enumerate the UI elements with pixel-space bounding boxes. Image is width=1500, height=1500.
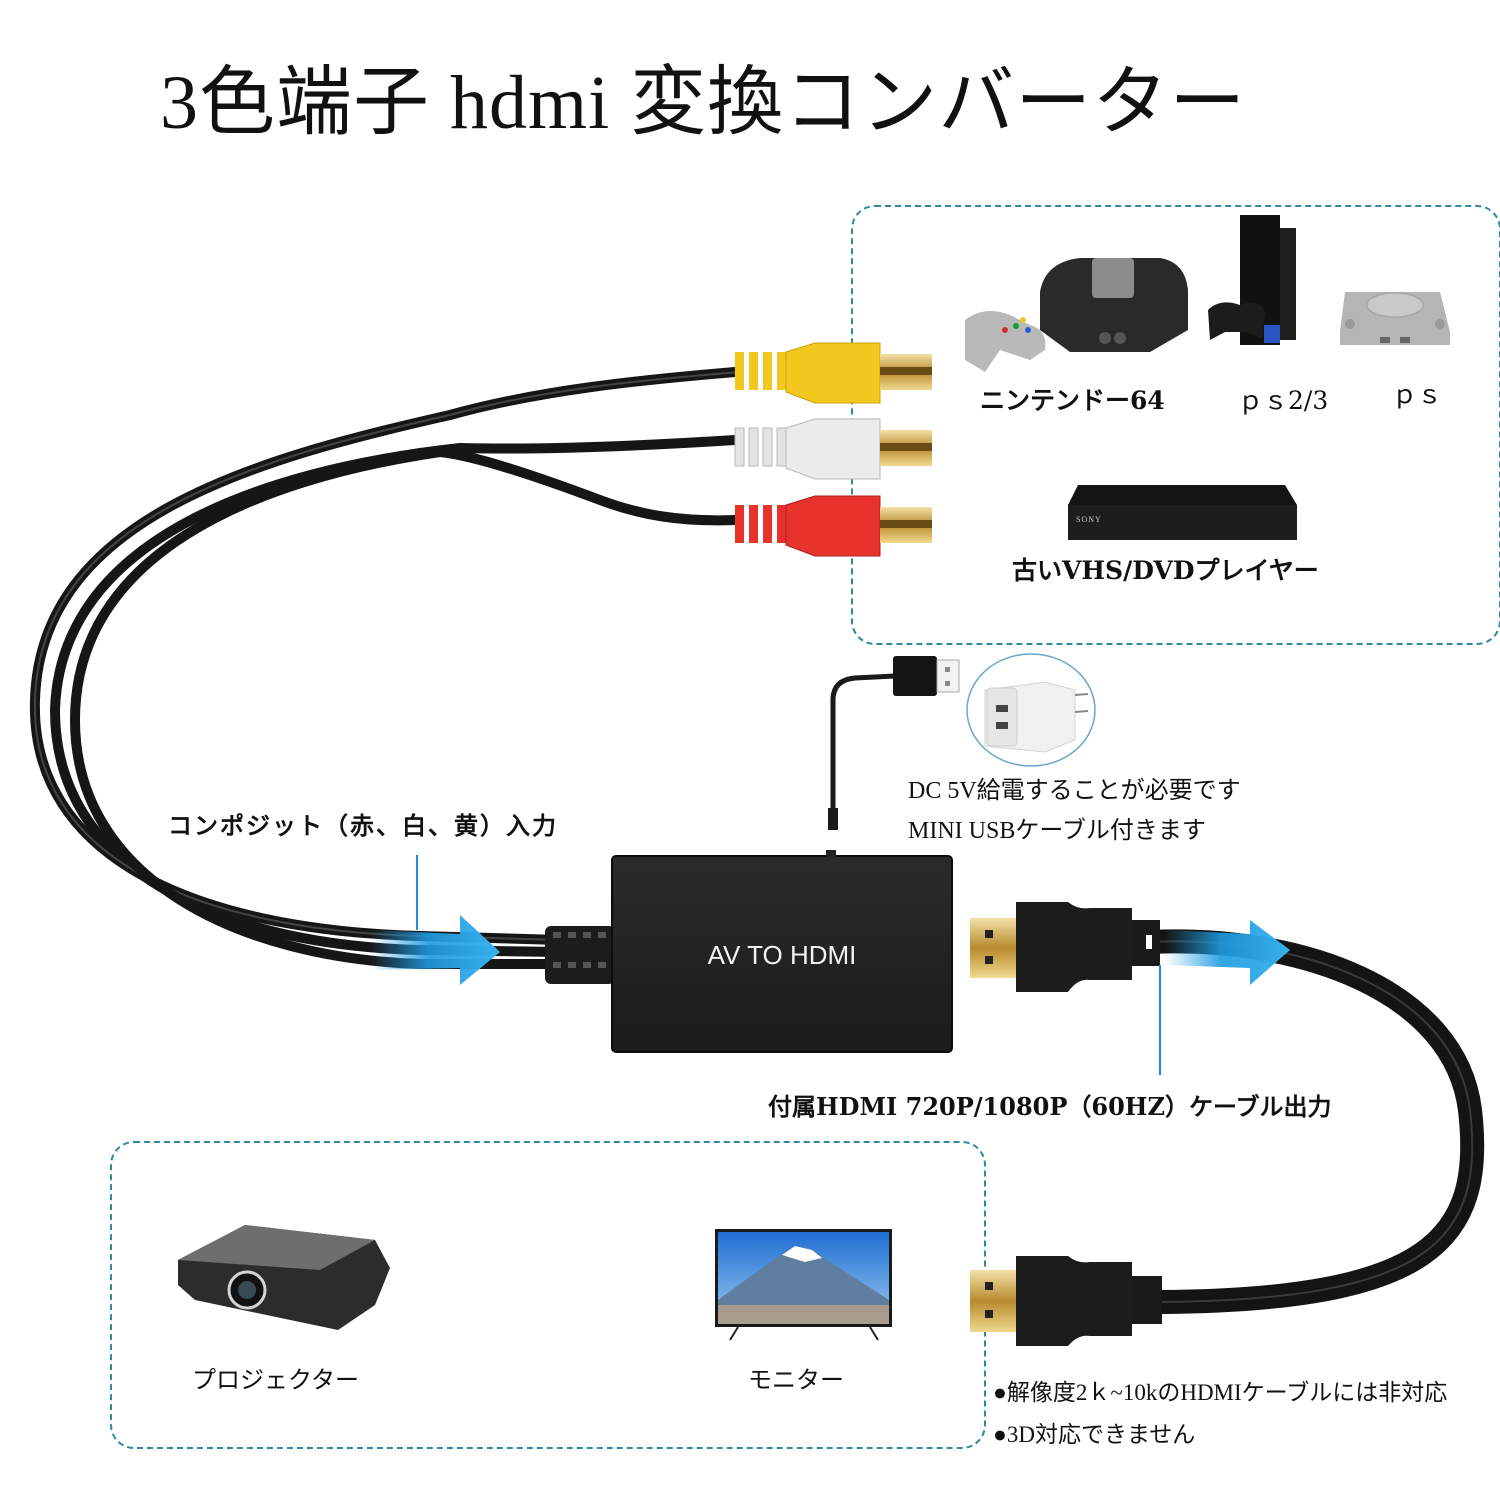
composite-input-label: コンポジット（赤、白、黄）入力 [168,811,558,840]
av-to-hdmi-converter [611,850,953,1053]
label-dvd-player: 古いVHS/DVDプレイヤー [1012,556,1319,585]
output-arrow [1159,920,1290,1075]
usb-power-cable [830,673,898,818]
power-note-line2: MINI USBケーブル付きます [908,818,1206,844]
label-ps2-3: ｐｓ2/3 [1238,386,1329,415]
mini-usb-plug [828,808,838,830]
hdmi-connector-bottom [970,1256,1162,1346]
label-monitor: モニター [748,1368,844,1394]
hdmi-output-label: 付属HDMI 720P/1080P（60HZ）ケーブル出力 [768,1092,1332,1121]
page-title: 3色端子 hdmi 変換コンバーター [160,61,1247,145]
hdmi-connector-top [970,902,1160,992]
projector-icon [178,1225,390,1330]
input-arrow [370,855,500,985]
rca-connector-yellow [735,342,932,404]
note-resolution: ●解像度2ｋ~10kのHDMIケーブルには非対応 [993,1380,1448,1405]
rca-connector-white [734,418,932,480]
svg-text:SONY: SONY [1076,515,1102,524]
nintendo64-console-icon [965,258,1188,372]
composite-strain-relief [545,926,615,984]
note-3d: ●3D対応できません [993,1422,1196,1447]
hdmi-cable [1138,929,1485,1314]
ps1-console-icon [1340,292,1450,345]
ps2-console-icon [1208,215,1296,345]
label-nintendo64: ニンテンドー64 [980,386,1165,415]
converter-label: AV TO HDMI [707,940,857,970]
usb-wall-charger-icon [966,653,1096,767]
usb-a-plug [893,656,960,696]
monitor-icon [715,1229,892,1341]
label-ps1: ｐｓ [1392,380,1443,409]
composite-cable [29,367,741,969]
power-note-line1: DC 5V給電することが必要です [908,778,1241,804]
rca-connector-red [735,495,932,557]
label-projector: プロジェクター [192,1368,360,1394]
dvd-player-icon: SONY [1068,485,1297,540]
